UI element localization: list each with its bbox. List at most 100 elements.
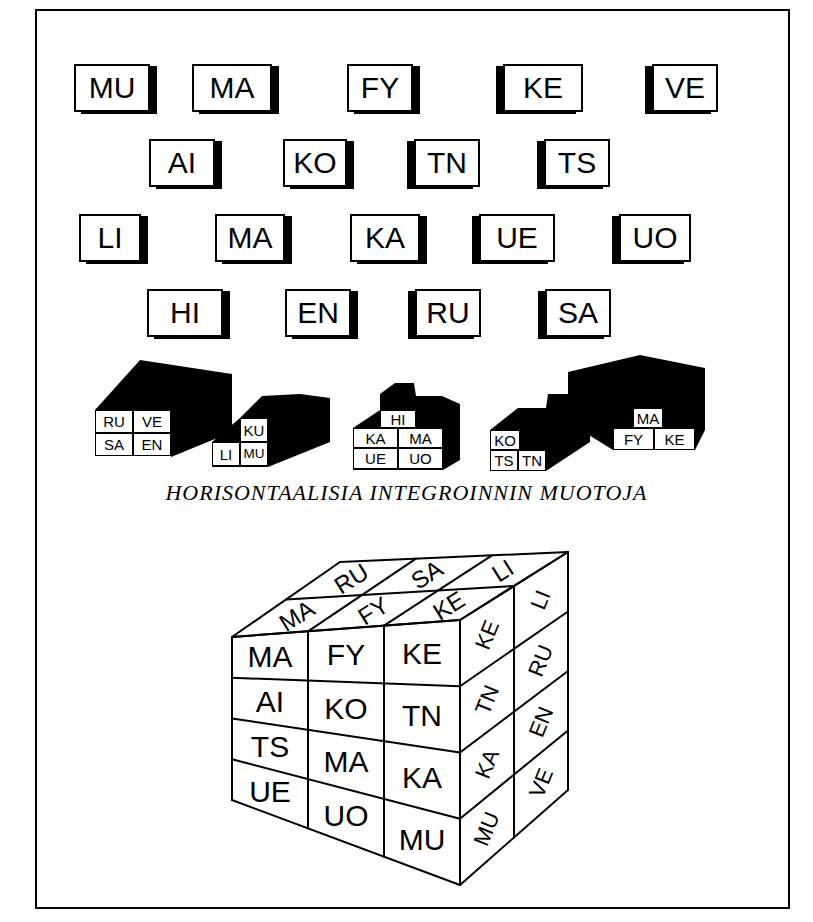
subject-code: RU xyxy=(103,414,125,429)
subject-cell: LI xyxy=(212,442,240,466)
subject-code: MU xyxy=(89,73,136,103)
subject-tile: TS xyxy=(544,139,610,187)
subject-code: MA xyxy=(637,411,660,426)
subject-code: FY xyxy=(361,73,399,103)
cube-cell: RU xyxy=(522,639,560,682)
subject-code: EN xyxy=(297,298,339,328)
subject-code: UE xyxy=(365,451,386,466)
cube-cell: UE xyxy=(247,775,293,809)
subject-cell: FY xyxy=(613,428,654,450)
cube-edge xyxy=(232,678,460,687)
subject-cell: KA xyxy=(353,428,398,448)
cube-cell: EN xyxy=(522,701,559,743)
subject-code: KO xyxy=(494,433,516,448)
cube-cell: MA xyxy=(322,745,371,779)
block-shape xyxy=(353,383,460,470)
subject-code: KA xyxy=(471,747,502,782)
subject-code: TN xyxy=(402,701,442,731)
subject-code: MU xyxy=(470,809,503,849)
subject-cell: UO xyxy=(398,448,443,469)
subject-code: TN xyxy=(471,682,502,717)
subject-code: KO xyxy=(293,148,336,178)
subject-code: AI xyxy=(168,148,196,178)
subject-code: LI xyxy=(97,223,122,253)
subject-tile: AI xyxy=(149,139,215,187)
subject-code: UE xyxy=(496,223,538,253)
cube-edge xyxy=(232,800,460,885)
cube-edge xyxy=(460,671,568,753)
subject-tile: VE xyxy=(652,64,718,112)
caption: HORISONTAALISIA INTEGROINNIN MUOTOJA xyxy=(0,480,813,506)
cube-edge xyxy=(460,790,568,885)
cube-edge xyxy=(286,586,514,600)
block-shape xyxy=(212,394,330,467)
subject-tile: MA xyxy=(192,64,272,112)
subject-code: UO xyxy=(409,451,432,466)
subject-code: TS xyxy=(494,453,513,468)
subject-cell: KU xyxy=(240,418,268,442)
subject-cell: RU xyxy=(95,410,133,433)
cube-cell: TN xyxy=(400,699,444,733)
cube-cell: FY xyxy=(325,638,367,672)
cube-edge xyxy=(460,612,568,687)
subject-cell: UE xyxy=(353,448,398,469)
subject-code: MA xyxy=(248,642,293,672)
cube-cell: MU xyxy=(397,823,448,857)
subject-tile: EN xyxy=(285,289,351,337)
subject-code: LI xyxy=(488,555,518,586)
cube-cell: LI xyxy=(485,553,520,589)
integration-blocks xyxy=(95,355,705,471)
subject-code: HI xyxy=(170,298,200,328)
block-shape xyxy=(568,355,705,450)
subject-code: LI xyxy=(527,587,554,612)
subject-code: KU xyxy=(244,423,265,438)
cube-cell: KO xyxy=(323,692,370,726)
subject-code: KA xyxy=(365,223,405,253)
cube-cell: TS xyxy=(249,730,291,764)
subject-code: EN xyxy=(525,704,557,741)
subject-code: MA xyxy=(210,73,255,103)
subject-code: KE xyxy=(523,73,563,103)
subject-cell: MA xyxy=(633,408,663,428)
subject-cell: KO xyxy=(490,430,520,450)
cube-cell: KA xyxy=(400,761,444,795)
subject-code: LI xyxy=(220,447,233,462)
subject-cell: KE xyxy=(654,428,695,450)
subject-code: KA xyxy=(365,431,385,446)
subject-cell: VE xyxy=(133,410,171,433)
subject-cell: HI xyxy=(380,410,416,428)
cube-cell: LI xyxy=(525,585,557,615)
subject-code: EN xyxy=(142,437,163,452)
subject-code: VE xyxy=(142,414,162,429)
subject-code: KO xyxy=(324,694,367,724)
subject-code: KA xyxy=(402,763,442,793)
subject-tile: SA xyxy=(545,289,611,337)
subject-cell: TN xyxy=(518,450,546,471)
cube-edge xyxy=(232,620,460,637)
subject-tile: HI xyxy=(147,289,223,337)
cube-cell: MA xyxy=(246,640,295,674)
subject-code: MA xyxy=(228,223,273,253)
subject-tile: TN xyxy=(414,139,480,187)
subject-code: HI xyxy=(391,412,406,427)
cube-cell: MU xyxy=(468,806,506,851)
subject-cell: SA xyxy=(95,433,133,456)
subject-tile: KA xyxy=(350,214,420,262)
subject-tile: MU xyxy=(74,64,150,112)
subject-code: TN xyxy=(522,453,542,468)
subject-tile: KO xyxy=(283,139,346,187)
subject-code: SA xyxy=(558,298,598,328)
subject-tile: UO xyxy=(619,214,691,262)
subject-code: SA xyxy=(104,437,124,452)
subject-cell: MA xyxy=(398,428,443,448)
cube-cell: KA xyxy=(469,744,505,784)
subject-code: UO xyxy=(633,223,678,253)
subject-tile: UE xyxy=(479,214,555,262)
subject-code: UO xyxy=(324,801,369,831)
cube-cell: KE xyxy=(400,637,444,671)
frame xyxy=(36,10,789,908)
cube-edge xyxy=(460,552,568,620)
subject-code: AI xyxy=(256,687,284,717)
cube-cell: UO xyxy=(322,799,371,833)
subject-code: KE xyxy=(402,639,442,669)
